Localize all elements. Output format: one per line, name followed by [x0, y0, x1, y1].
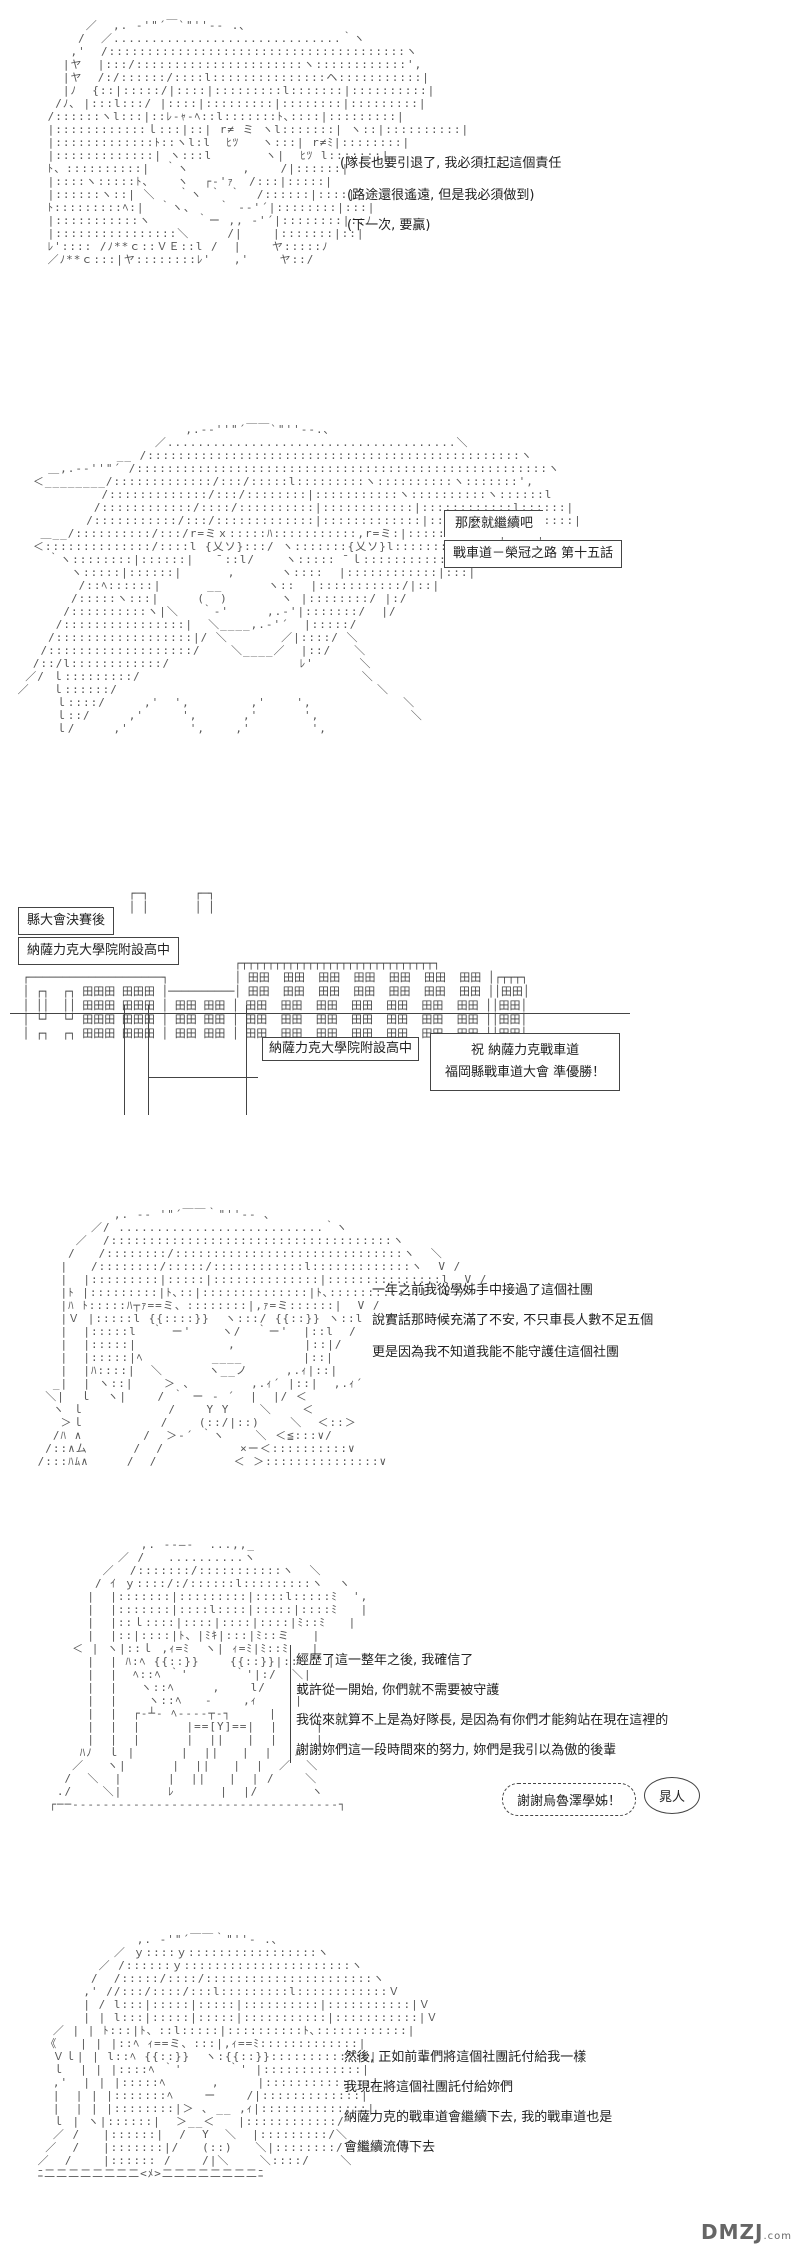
narration-line: 說實話那時候充滿了不安, 不只車長人數不足五個	[372, 1313, 654, 1328]
title-caption-box: 戰車道－榮冠之路 第十五話	[444, 540, 623, 568]
reply-text: 晁人	[659, 1790, 686, 1805]
ground-line	[10, 1013, 630, 1014]
caption-box: 納薩力克大學院附設高中	[18, 937, 180, 965]
ascii-art-character: ／ ,. ‐'"´￣`"''‐- .､ / ／.................…	[47, 19, 470, 266]
narration-line: 然後, 正如前輩們將這個社團託付給我一樣	[344, 2050, 587, 2065]
narration-line: (路途還很遙遠, 但是我必須做到)	[347, 188, 535, 203]
narration-line: 會繼續流傳下去	[344, 2140, 436, 2155]
panel-3: 縣大會決賽後 納薩力克大學院附設高中 ┌─┐ ┌─┐ │ │ │ │ ┌┬┬┬┬…	[0, 865, 800, 1195]
narration-line: 更是因為我不知道我能不能守護住這個社團	[372, 1345, 620, 1360]
panel-2: ,.-‐''"´￣￣`"''‐-.､ ／....................…	[0, 390, 800, 850]
reply-bubble: 晁人	[644, 1777, 701, 1814]
narration-line: 謝謝妳們這一段時間來的努力, 妳們是我引以為傲的後輩	[296, 1743, 617, 1758]
speech-box: 那麼就繼續吧	[444, 510, 544, 537]
episode-title: 戰車道－榮冠之路 第十五話	[453, 546, 614, 561]
ascii-art-character: ,. -‐―- ...,,_ ／ / ..........ヽ ／ /::::::…	[49, 1538, 369, 1811]
sign-post	[246, 1005, 247, 1115]
banner-line: 福岡縣戰車道大會 準優勝！	[445, 1065, 606, 1080]
panel-4: ,. -‐ '"´￣￣｀"''‐- ､ ／/ .................…	[0, 1185, 800, 1515]
narration-line: (隊長也要引退了, 我必須扛起這個責任	[340, 156, 562, 171]
gate-pillar	[148, 1005, 149, 1115]
ascii-art-character-with-hat: ,.-‐''"´￣￣`"''‐-.､ ／....................…	[17, 423, 582, 735]
panel-5: ,. -‐―- ...,,_ ／ / ..........ヽ ／ /::::::…	[0, 1505, 800, 1905]
narration-line: 或許從一開始, 你們就不需要被守護	[296, 1683, 500, 1698]
site-watermark-logo: DMZJ.com	[701, 2220, 792, 2244]
narration-line: 一年之前我從學姊手中接過了這個社團	[372, 1283, 594, 1298]
narration-line: (下一次, 要贏)	[347, 218, 431, 233]
caption-line: 納薩力克大學院附設高中	[27, 943, 171, 958]
ascii-art-character: ,. ‐'"´￣￣｀"''‐ .､ ／ ｙ::::ｙ::::::::::::::…	[37, 1933, 439, 2180]
ascii-art-character: ,. -‐ '"´￣￣｀"''‐- ､ ／/ .................…	[37, 1208, 488, 1468]
narration-line: 我從來就算不上是為好隊長, 是因為有你們才能夠站在現在這裡的	[296, 1713, 669, 1728]
narration-bar	[290, 1645, 291, 1763]
watermark-sub: .com	[763, 2231, 792, 2242]
caption-box: 縣大會決賽後	[18, 907, 115, 935]
speech-text: 那麼就繼續吧	[455, 516, 534, 531]
panel-1: ／ ,. ‐'"´￣`"''‐- .､ / ／.................…	[0, 0, 800, 380]
narration-line: 我現在將這個社團託付給妳們	[344, 2080, 514, 2095]
gate-pillar	[124, 1005, 125, 1115]
watermark-main: DMZJ	[701, 2220, 764, 2244]
ascii-art-school-building: ┌─┐ ┌─┐ │ │ │ │ ┌┬┬┬┬┬┬┬┬┬┬┬┬┬┬┬┬┬┬┬┬┬┬┬…	[22, 887, 530, 1040]
shout-bubble: 謝謝烏魯澤學姊！	[502, 1783, 637, 1816]
victory-banner: 祝 納薩力克戰車道 福岡縣戰車道大會 準優勝！	[430, 1033, 621, 1091]
narration-line: 納薩力克的戰車道會繼續下去, 我的戰車道也是	[344, 2110, 613, 2125]
school-name-sign: 納薩力克大學院附設高中	[262, 1037, 420, 1061]
shout-text: 謝謝烏魯澤學姊！	[517, 1794, 622, 1809]
caption-line: 縣大會決賽後	[27, 913, 106, 928]
gate-wall	[148, 1077, 258, 1078]
school-name: 納薩力克大學院附設高中	[269, 1041, 413, 1056]
banner-line: 祝 納薩力克戰車道	[471, 1043, 580, 1058]
panel-6: ,. ‐'"´￣￣｀"''‐ .､ ／ ｙ::::ｙ::::::::::::::…	[0, 1900, 800, 2250]
narration-line: 經歷了這一整年之後, 我確信了	[296, 1653, 474, 1668]
